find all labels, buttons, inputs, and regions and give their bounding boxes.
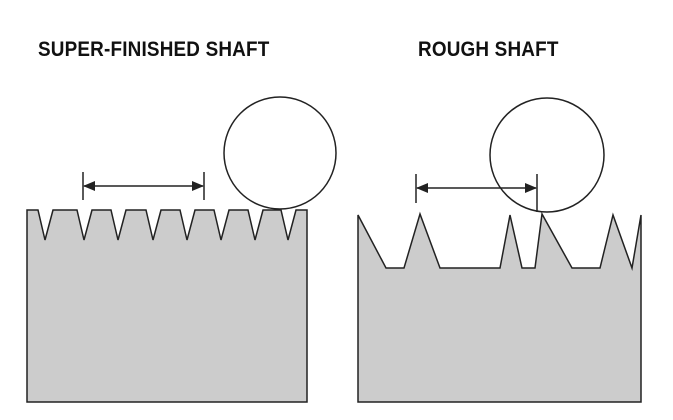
super-finished-shaft	[26, 96, 337, 403]
rough-spacing-dimension	[415, 174, 538, 212]
super-finished-shaft-title: SUPER-FINISHED SHAFT	[38, 38, 270, 61]
super-finished-contact-ball	[223, 96, 337, 210]
rough-shaft-title: ROUGH SHAFT	[418, 38, 559, 61]
super-finished-spacing-dimension	[82, 172, 205, 200]
rough-shaft	[357, 97, 642, 403]
rough-contact-ball	[489, 97, 605, 213]
super-finished-shaft-body	[26, 209, 308, 403]
rough-shaft-body	[357, 211, 642, 403]
